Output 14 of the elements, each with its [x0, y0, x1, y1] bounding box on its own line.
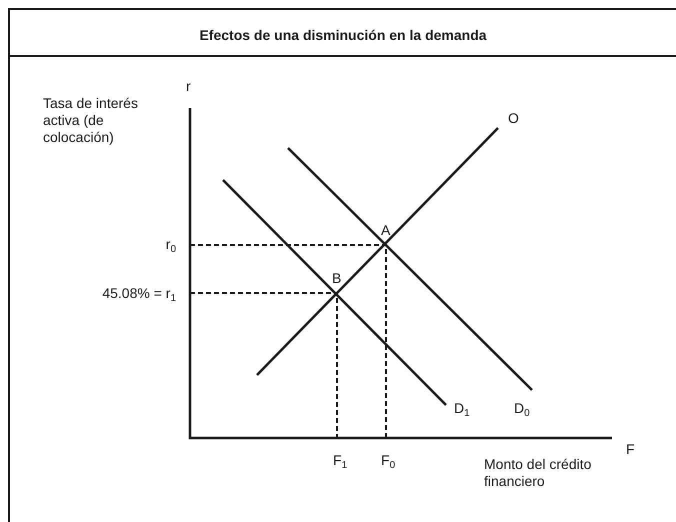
- diagram-title: Efectos de una disminución en la demanda: [198, 26, 488, 44]
- curve-label: D$_{1}$: [454, 400, 470, 417]
- curve-label: O: [508, 110, 519, 127]
- tick-label: F$_{1}$: [333, 452, 348, 469]
- axis-title: Monto del crédito financiero: [484, 456, 592, 490]
- axis-title: Tasa de interés activa (de colocación): [43, 95, 139, 146]
- tick-label: 45.08% = r$_{1}$: [102, 285, 176, 302]
- axis-label: F: [626, 441, 635, 458]
- curve-label: D$_{0}$: [514, 400, 530, 417]
- axis-label: r: [186, 78, 191, 95]
- point-label: B: [332, 270, 342, 287]
- tick-label: F$_{0}$: [381, 452, 396, 469]
- tick-label: r$_{0}$: [166, 236, 176, 253]
- point-label: A: [381, 222, 390, 239]
